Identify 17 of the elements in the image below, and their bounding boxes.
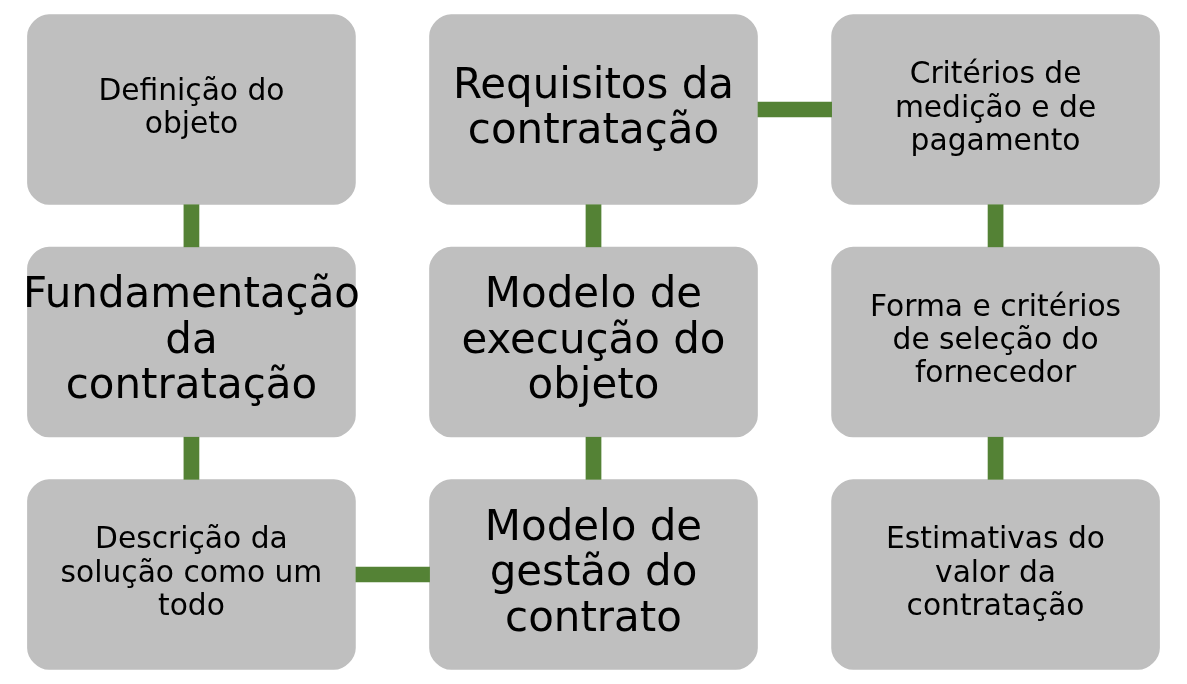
node-box: Estimativas do valor da contratação xyxy=(831,479,1160,670)
node-box: Modelo de execução do objeto xyxy=(429,246,758,438)
node-box: Modelo de gestão do contrato xyxy=(429,479,758,670)
connector xyxy=(987,436,1004,480)
connector xyxy=(757,101,832,118)
connector xyxy=(987,204,1004,248)
node-box: Fundamentação da contratação xyxy=(27,246,356,438)
connector xyxy=(585,204,602,248)
connector xyxy=(183,436,200,480)
connector xyxy=(355,566,430,583)
node-box: Definição do objeto xyxy=(27,14,356,205)
node-box: Descrição da solução como um todo xyxy=(27,479,356,670)
connector xyxy=(183,204,200,248)
node-box: Critérios de medição e de pagamento xyxy=(831,14,1160,205)
connector xyxy=(585,436,602,480)
node-box: Requisitos da contratação xyxy=(429,14,758,205)
node-box: Forma e critérios de seleção do fornecedor xyxy=(831,246,1160,438)
